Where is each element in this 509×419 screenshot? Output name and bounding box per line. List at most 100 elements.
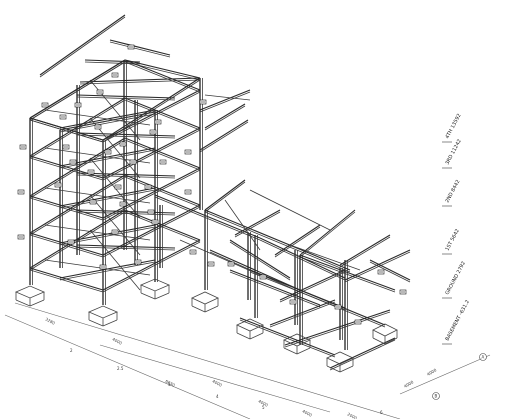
level-label: BASEMENT -631.2 xyxy=(444,299,471,342)
grid-dim: 4000 xyxy=(258,398,270,407)
beam-flange xyxy=(29,119,104,143)
beam-flange xyxy=(299,211,356,258)
secondary-beam xyxy=(224,199,261,251)
level-label: 1ST 5642 xyxy=(444,228,460,252)
beam-flange xyxy=(284,311,391,348)
footings xyxy=(14,278,398,373)
grid-dim: 3280 xyxy=(45,316,57,325)
beam-flange xyxy=(199,91,251,113)
grid-dim: 4000 xyxy=(112,336,124,345)
beam-flange xyxy=(124,139,201,171)
beam xyxy=(124,97,201,129)
grid-dim: 2000 xyxy=(347,411,359,419)
beam-flange xyxy=(199,121,249,153)
beam-flange xyxy=(76,246,176,251)
beam-flange xyxy=(39,16,126,78)
beam-flange xyxy=(102,91,201,143)
beam-flange xyxy=(59,111,156,131)
footing-edge xyxy=(140,292,156,300)
beam xyxy=(234,209,281,236)
footing-edge xyxy=(384,337,398,345)
level-marker-basement: BASEMENT -631.2 xyxy=(442,299,471,345)
secondary-beam xyxy=(179,239,261,276)
footing xyxy=(191,291,219,305)
secondary-beam xyxy=(44,224,151,241)
beam-flange xyxy=(329,339,396,371)
grid-axis-label: 4 xyxy=(216,394,219,399)
beam xyxy=(279,269,346,301)
beam xyxy=(102,167,201,219)
beam xyxy=(274,224,321,256)
grid-axis-label: 3 xyxy=(168,382,171,387)
grid-dim: 4000 xyxy=(212,378,224,387)
beam xyxy=(259,237,346,279)
beam-flange xyxy=(229,241,291,281)
beam xyxy=(339,234,391,266)
beam-flange xyxy=(124,99,201,131)
grid-axis-label: 2 xyxy=(70,348,73,353)
beam xyxy=(76,244,176,249)
grid-dim: 4000 xyxy=(403,379,415,389)
level-marker-1st: 1ST 5642 xyxy=(442,228,461,255)
beam xyxy=(76,94,176,99)
grid-axis-label: 6 xyxy=(380,410,383,415)
beam xyxy=(39,14,126,76)
beam xyxy=(239,317,336,356)
beam-flange xyxy=(29,269,104,293)
level-label: 4TH 13592 xyxy=(444,113,462,140)
beam-flange xyxy=(109,41,171,58)
beam-flange xyxy=(84,61,141,65)
beam xyxy=(29,209,126,269)
grid-dim: 4000 xyxy=(426,367,438,377)
beam xyxy=(199,89,251,111)
footing-edge xyxy=(154,292,170,300)
footing xyxy=(372,323,398,337)
beam xyxy=(29,97,126,157)
grid-axis-label: 2.5 xyxy=(117,366,124,371)
beam xyxy=(204,209,351,271)
beam xyxy=(29,59,126,119)
secondary-beam xyxy=(89,229,141,291)
secondary-beam xyxy=(89,79,141,141)
footing xyxy=(14,285,46,299)
level-marker-4th: 4TH 13592 xyxy=(442,113,463,143)
level-marker-ground: GROUND 2792 xyxy=(442,261,467,299)
secondary-beam xyxy=(89,194,141,256)
footing-edge xyxy=(372,337,386,345)
footing-edge xyxy=(296,347,311,355)
beam-flange xyxy=(102,241,201,293)
beam xyxy=(124,174,201,206)
grid-axis-label: 5 xyxy=(262,405,265,410)
structural-frame xyxy=(29,14,411,371)
beam xyxy=(299,289,386,326)
footing-edge xyxy=(102,319,118,327)
secondary-beam xyxy=(249,189,331,231)
beam-flange xyxy=(76,134,176,139)
secondary-beam xyxy=(204,94,251,101)
beam-flange xyxy=(59,149,156,169)
beam xyxy=(124,137,201,169)
footing-edge xyxy=(29,299,45,307)
beam xyxy=(102,127,201,179)
grid-dim: 4000 xyxy=(302,408,314,417)
level-label: 3RD 11242 xyxy=(444,138,462,166)
grid-bubble-a xyxy=(479,353,487,361)
beam xyxy=(329,337,396,369)
level-marker-3rd: 3RD 11242 xyxy=(442,138,463,169)
footing-edge xyxy=(339,365,354,373)
footing-edge xyxy=(236,332,251,340)
beam-flange xyxy=(369,261,411,283)
beam xyxy=(204,179,246,211)
beam-flange xyxy=(102,129,201,181)
grid-dim: 6030 xyxy=(165,378,177,387)
beam xyxy=(199,119,249,151)
beam-flange xyxy=(269,301,336,328)
beam-flange xyxy=(299,256,396,293)
grid-bubble-a-label: A xyxy=(482,355,485,360)
level-label: 2ND 8442 xyxy=(444,179,461,204)
beam xyxy=(29,137,126,197)
footing-edge xyxy=(249,332,264,340)
beam-flange xyxy=(279,271,346,303)
beam xyxy=(102,239,201,291)
